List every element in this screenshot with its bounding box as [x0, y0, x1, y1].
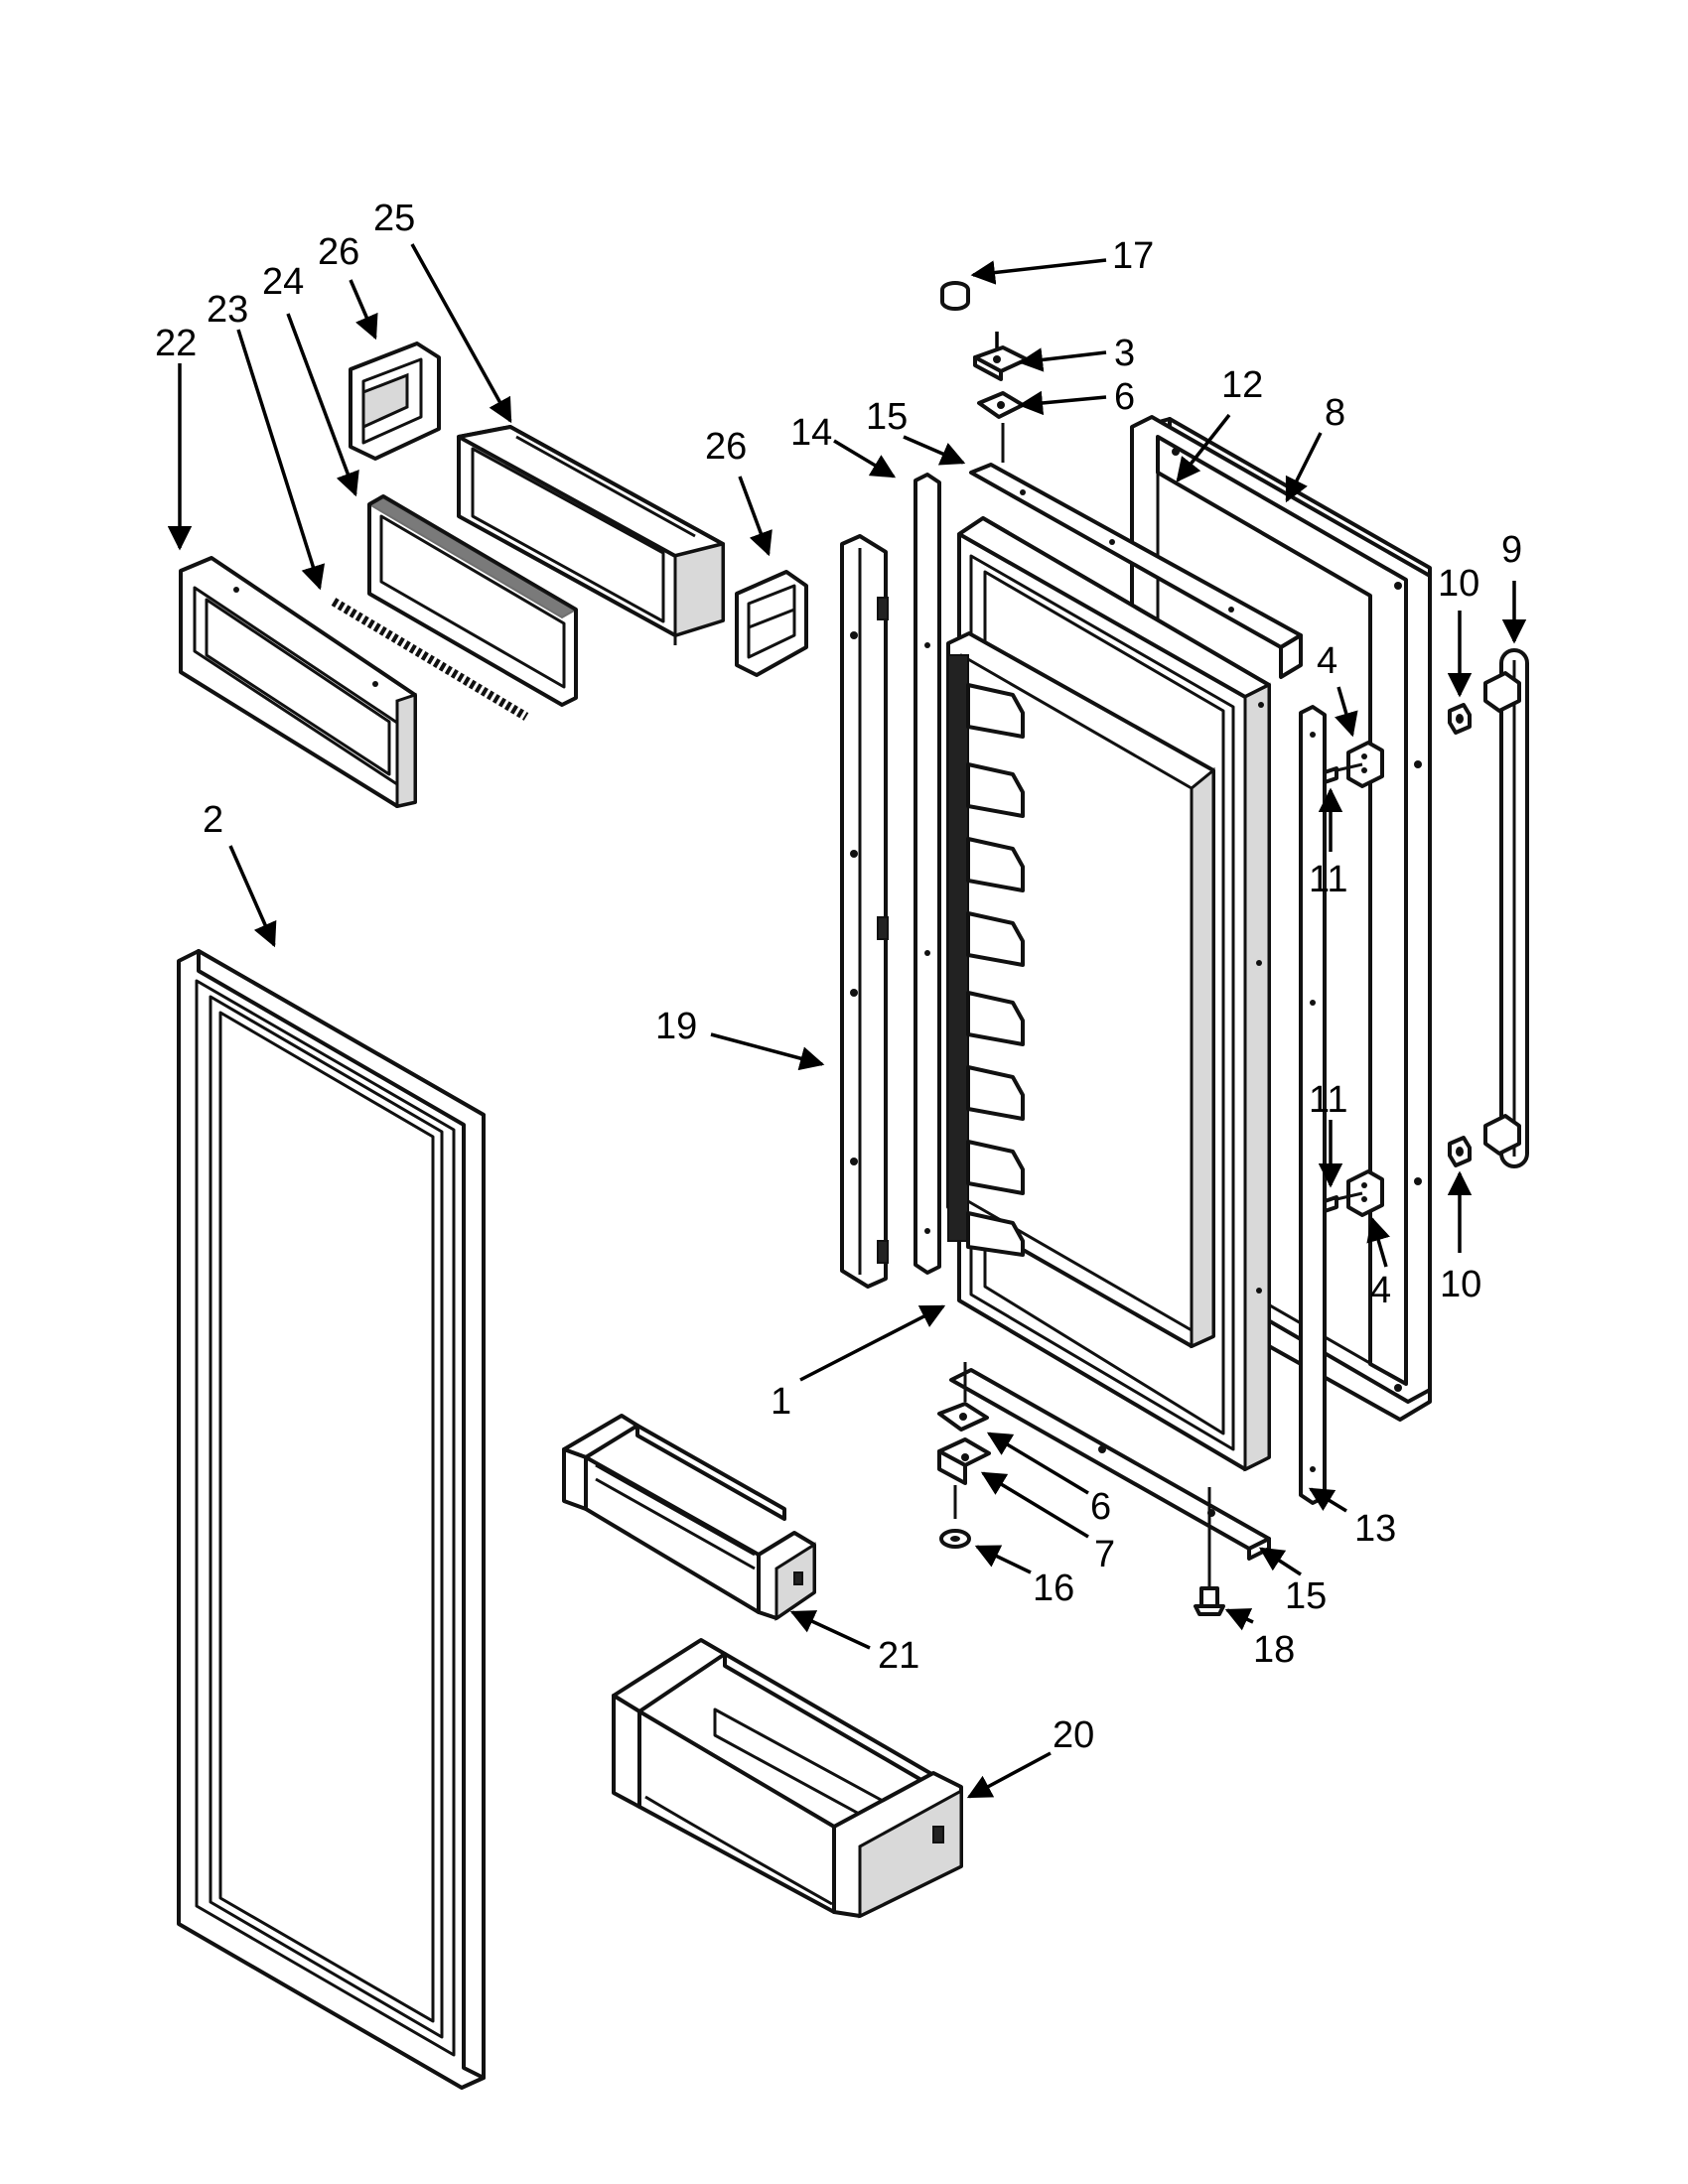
dispenser-gasket-part: [367, 494, 578, 707]
bushing-10-upper-part: [1448, 703, 1472, 735]
callout-4-lower: 4: [1370, 1270, 1391, 1311]
top-hinge-3-part: [973, 332, 1029, 381]
callout-18: 18: [1253, 1629, 1295, 1671]
trim-strip-14-part: [914, 473, 941, 1275]
leader-15-bottom: [1258, 1547, 1302, 1576]
handle-mount-4-upper-part: [1346, 741, 1384, 788]
door-rail-cleats: [966, 683, 1025, 1257]
callout-3: 3: [1114, 333, 1135, 374]
leader-6-top: [1018, 390, 1107, 416]
callout-26-upper: 26: [318, 231, 359, 273]
leader-13: [1308, 1487, 1347, 1513]
bracket-lower-part: [735, 570, 808, 677]
screw-11-upper-part: [1323, 762, 1363, 784]
callout-26-lower: 26: [705, 426, 747, 468]
callout-labels: 17 3 6 12 8 14 15 26 25 26 24 23 22 9 10…: [155, 198, 1522, 1756]
callout-17: 17: [1112, 235, 1154, 277]
leader-12: [1176, 413, 1231, 482]
door-bin-21-part: [562, 1414, 816, 1621]
seal-strip-part: [331, 598, 529, 721]
dispenser-trim-part: [179, 556, 417, 808]
callout-12: 12: [1221, 364, 1263, 406]
callout-1: 1: [771, 1381, 791, 1423]
callout-11-lower: 11: [1309, 1079, 1347, 1121]
callout-16: 16: [1033, 1568, 1074, 1609]
callout-19: 19: [655, 1006, 697, 1047]
door-bin-20-part: [612, 1638, 963, 1919]
bracket-upper-part: [349, 341, 441, 461]
callout-10-lower: 10: [1440, 1264, 1481, 1305]
handle-mount-4-lower-part: [1346, 1169, 1384, 1217]
callout-15-bottom: 15: [1285, 1575, 1327, 1617]
top-cap-strip-part: [969, 463, 1303, 679]
leader-3: [1018, 347, 1107, 372]
callout-13: 13: [1354, 1508, 1396, 1550]
leader-lines: [167, 243, 1527, 1799]
callout-6-top: 6: [1114, 376, 1135, 418]
leader-24: [286, 313, 359, 497]
callout-8: 8: [1325, 392, 1345, 434]
leader-21: [789, 1610, 871, 1650]
callout-11-upper: 11: [1309, 859, 1347, 900]
leader-17: [970, 258, 1107, 285]
trim-strip-19-part: [840, 534, 889, 1289]
leader-14: [833, 439, 897, 478]
callout-23: 23: [207, 289, 248, 331]
door-gasket-part: [177, 949, 486, 2090]
callout-22: 22: [155, 323, 197, 364]
bottom-hinge-7-part: [937, 1437, 991, 1519]
leader-19: [710, 1032, 825, 1071]
hinge-shim-6-bottom-part: [937, 1362, 989, 1432]
leader-1: [799, 1304, 946, 1382]
screw-18-part: [1194, 1487, 1225, 1616]
leader-26-lower: [738, 476, 773, 557]
callout-25: 25: [373, 198, 415, 239]
screw-11-lower-part: [1323, 1191, 1363, 1213]
callout-10-upper: 10: [1438, 563, 1479, 605]
leader-6-bottom: [986, 1432, 1089, 1495]
hinge-washer-16-part: [939, 1529, 971, 1549]
callout-24: 24: [262, 261, 304, 303]
leader-25: [410, 243, 512, 424]
leader-4-lower: [1366, 1216, 1390, 1268]
callout-14: 14: [790, 412, 832, 454]
handle-9-part: [1483, 648, 1529, 1168]
leader-15-top: [903, 435, 966, 466]
leader-16: [974, 1545, 1032, 1574]
callout-21: 21: [878, 1635, 919, 1677]
leader-18: [1224, 1608, 1254, 1631]
bushing-10-lower-part: [1448, 1136, 1472, 1167]
leader-4-upper: [1335, 686, 1358, 738]
leader-2: [228, 845, 277, 948]
leader-7: [980, 1471, 1089, 1539]
callout-9: 9: [1501, 529, 1522, 571]
hinge-cap-17-part: [940, 281, 970, 311]
leader-8: [1285, 432, 1323, 503]
callout-20: 20: [1053, 1714, 1094, 1756]
leader-20: [966, 1751, 1052, 1799]
leader-26-upper: [349, 279, 378, 341]
callout-6-bottom: 6: [1090, 1486, 1111, 1528]
leader-23: [236, 329, 326, 591]
callout-7: 7: [1094, 1534, 1115, 1575]
callout-15-top: 15: [866, 396, 908, 438]
hinge-shim-6-top-part: [977, 391, 1025, 463]
callout-4-upper: 4: [1317, 640, 1337, 682]
dispenser-housing-part: [457, 425, 725, 645]
door-assembly-part: [946, 516, 1271, 1472]
callout-2: 2: [203, 799, 223, 841]
